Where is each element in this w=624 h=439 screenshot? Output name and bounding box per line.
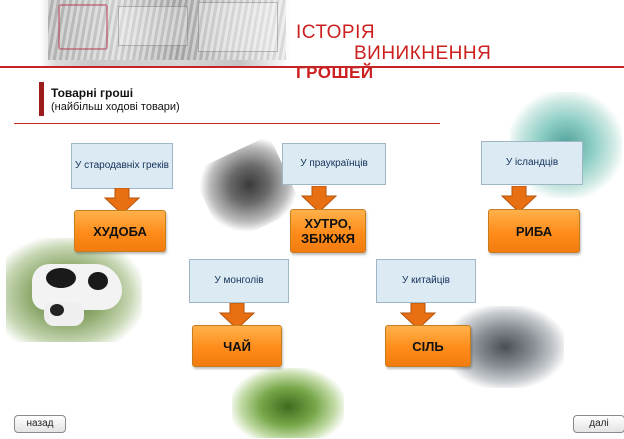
goods-box-fur-grain: ХУТРО, ЗБІЖЖЯ [290, 209, 366, 253]
banknote [198, 2, 278, 52]
section-note: (найбільш ходові товари) [51, 101, 180, 113]
people-box-greeks: У стародавніх греків [71, 143, 173, 189]
goods-box-fish: РИБА [488, 209, 580, 253]
people-box-proto-ukrainians: У праукраїнців [282, 143, 386, 185]
stamp-decoration [58, 4, 108, 50]
tea-leaves-image [232, 368, 344, 438]
cow-spot [46, 268, 76, 288]
goods-box-tea: ЧАЙ [192, 325, 282, 367]
page-title-line-2: ВИНИКНЕННЯ [354, 43, 491, 65]
page-title-line-1: ІСТОРІЯ [296, 22, 375, 44]
people-box-chinese: У китайців [376, 259, 476, 303]
section-title: Товарні гроші [51, 86, 133, 100]
people-box-mongols: У монголів [189, 259, 289, 303]
back-button[interactable]: назад [14, 415, 66, 433]
header-divider [0, 66, 624, 68]
calf-shape [44, 302, 84, 326]
banknote [118, 6, 188, 46]
cattle-image [6, 238, 142, 342]
section-divider [14, 123, 440, 124]
cow-spot [88, 272, 108, 290]
calf-spot [50, 304, 64, 316]
goods-box-salt: СІЛЬ [385, 325, 471, 367]
people-box-icelanders: У ісландців [481, 141, 583, 185]
next-button[interactable]: далі [573, 415, 624, 433]
goods-box-cattle: ХУДОБА [74, 210, 166, 252]
section-marker [39, 82, 44, 116]
banknotes-image [48, 0, 286, 60]
